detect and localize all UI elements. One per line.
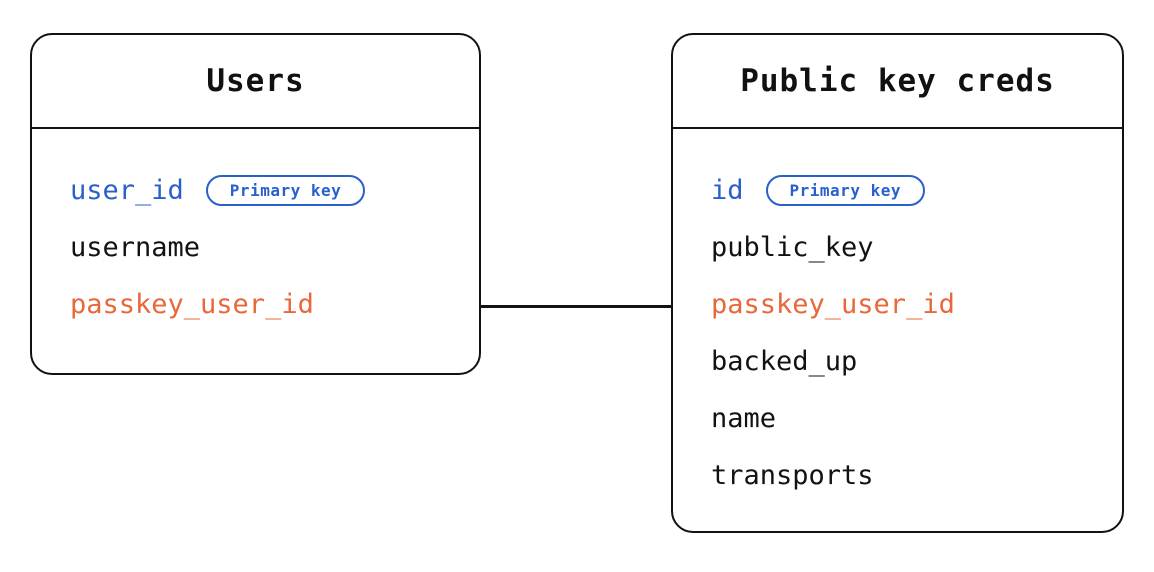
primary-key-badge: Primary key [765,175,925,206]
field-row[interactable]: name [673,390,1122,447]
field-name: passkey_user_id [711,289,955,320]
entity-title: Public key creds [740,63,1055,99]
field-name: user_id [70,175,184,206]
relationship-line [481,305,671,308]
field-row[interactable]: id Primary key [673,162,1122,219]
field-row[interactable]: user_id Primary key [32,162,479,219]
field-name: public_key [711,232,874,263]
field-name: transports [711,460,874,491]
field-row[interactable]: username [32,219,479,276]
field-name: username [70,232,201,263]
entity-fields-users: user_id Primary key username passkey_user_i… [32,162,479,333]
entity-header-public_key_creds: Public key creds [673,35,1122,129]
field-row[interactable]: transports [673,447,1122,504]
primary-key-badge-label: Primary key [789,180,901,200]
primary-key-badge: Primary key [205,175,366,206]
field-name: backed_up [711,346,858,377]
primary-key-badge-label: Primary key [229,180,342,200]
field-name: passkey_user_id [70,289,314,320]
field-row[interactable]: backed_up [673,333,1122,390]
entity-users[interactable]: Users user_id Primary key username passkey_u… [30,33,481,375]
field-row[interactable]: passkey_user_id [673,276,1122,333]
field-row[interactable]: passkey_user_id [32,276,479,333]
entity-title: Users [206,63,305,99]
field-name: id [711,175,744,206]
field-row[interactable]: public_key [673,219,1122,276]
field-name: name [711,403,777,434]
entity-header-users: Users [32,35,479,129]
